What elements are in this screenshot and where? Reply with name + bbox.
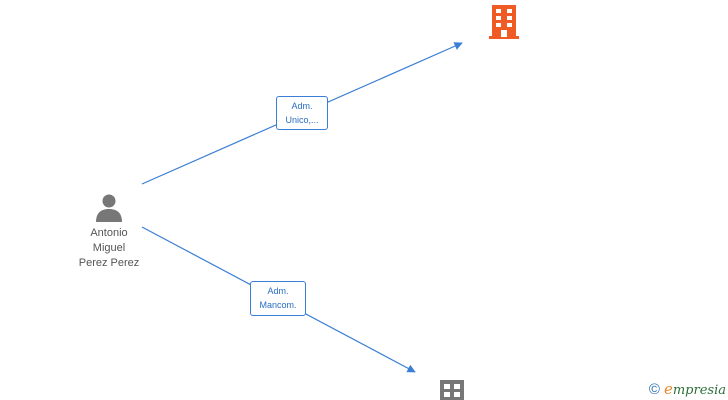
building-icon[interactable] <box>440 380 464 400</box>
edge-label-line: Adm. <box>267 286 289 296</box>
empresia-logo: ©empresia <box>649 380 726 398</box>
copyright-icon: © <box>648 381 660 398</box>
logo-letter: e <box>663 380 673 398</box>
person-name-line: Miguel <box>92 242 126 254</box>
logo-text: mpresia <box>672 383 726 398</box>
person-name-line: Antonio <box>90 227 128 239</box>
edge-label-1[interactable]: Adm. Unico,... <box>276 96 328 130</box>
person-name-line: Perez Perez <box>78 257 140 269</box>
person-icon <box>96 194 122 222</box>
edge-label-line: Adm. <box>291 101 313 111</box>
person-name: Antonio Miguel Perez Perez <box>64 226 154 271</box>
person-node[interactable]: Antonio Miguel Perez Perez <box>64 192 154 271</box>
edge-label-2[interactable]: Adm. Mancom. <box>250 281 306 316</box>
edge-label-line: Unico,... <box>285 115 319 125</box>
building-icon[interactable] <box>489 5 519 39</box>
edge-label-line: Mancom. <box>259 300 297 310</box>
